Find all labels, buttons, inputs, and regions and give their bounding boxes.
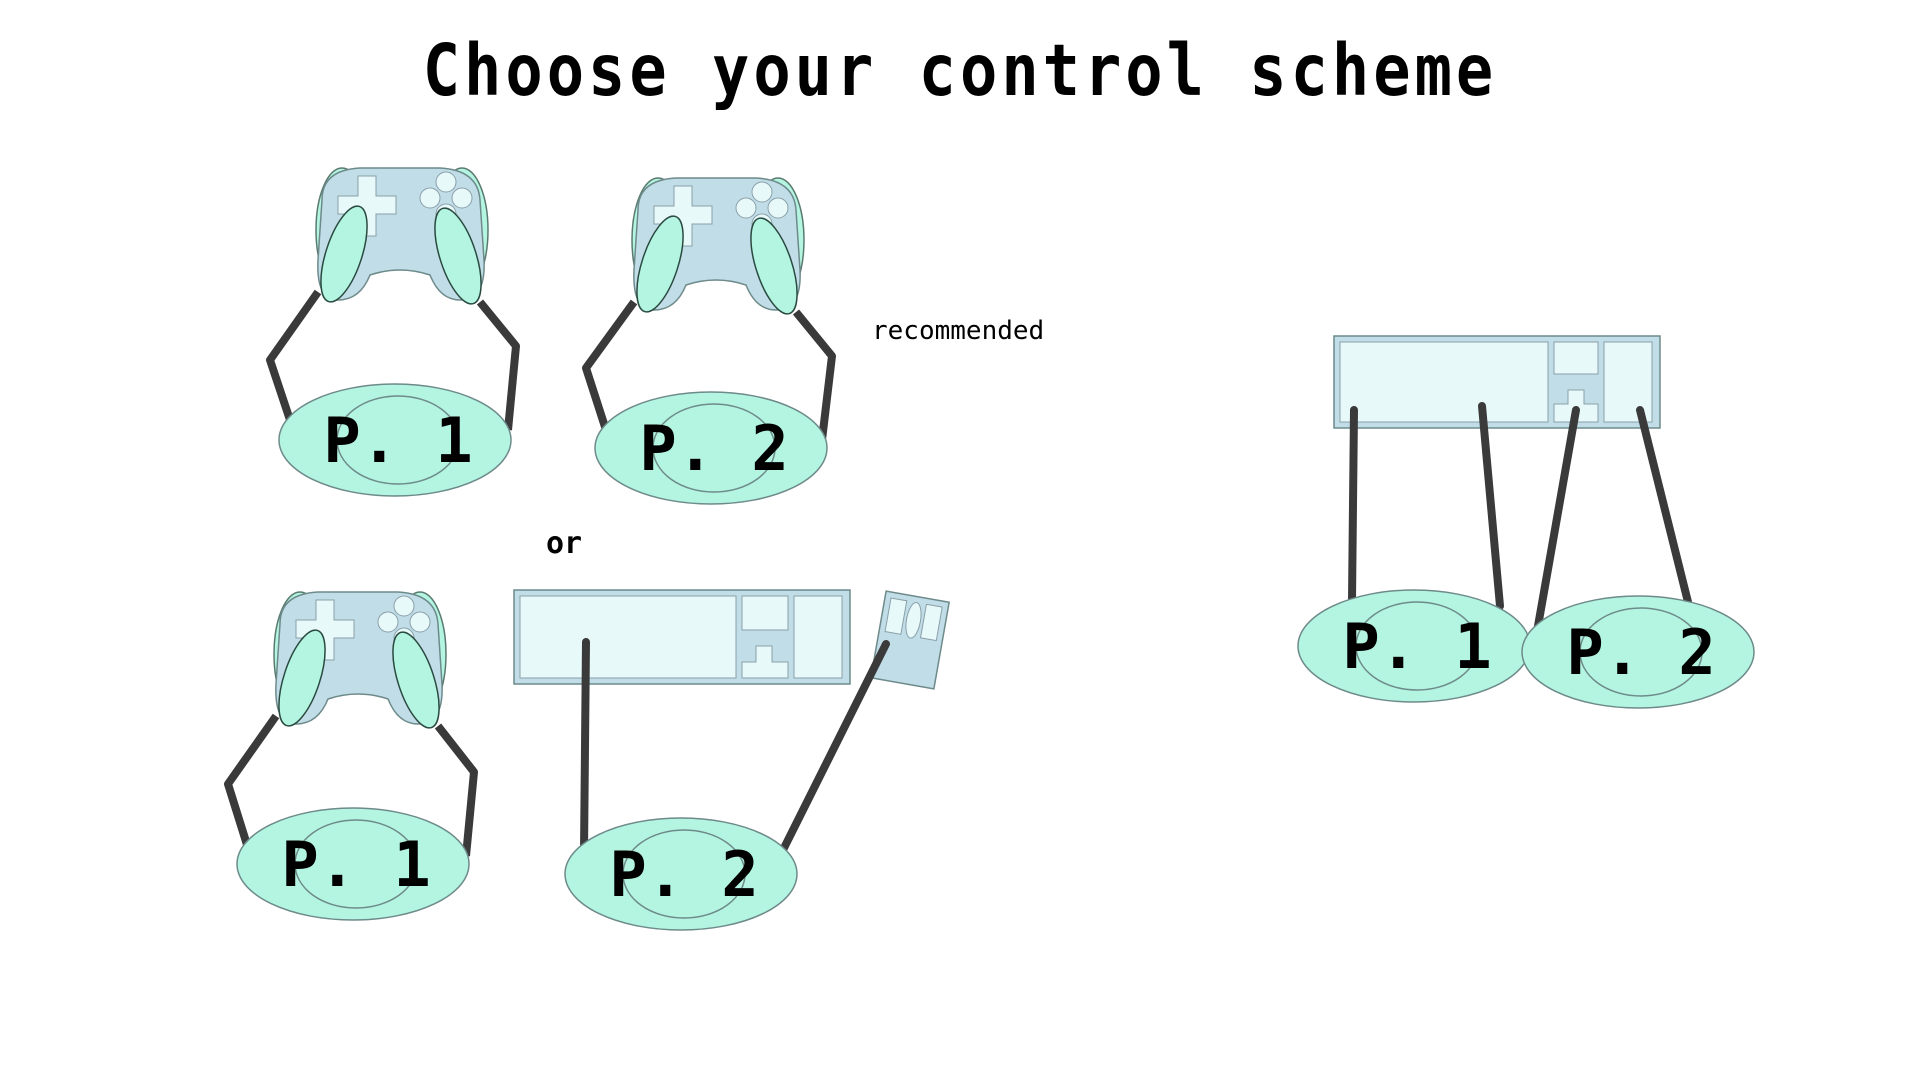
player-label: P. 1	[281, 828, 430, 901]
gamepad-icon	[310, 167, 492, 310]
player-disc	[564, 817, 798, 931]
scheme-two-controllers[interactable]: P. 1 P. 2	[266, 167, 836, 505]
or-label: or	[546, 526, 583, 561]
player-disc	[236, 807, 470, 921]
mouse-icon	[869, 590, 951, 690]
player-label: P. 1	[323, 404, 472, 477]
recommended-label: recommended	[872, 316, 1045, 346]
gamepad-icon	[268, 591, 450, 734]
player-label: P. 2	[639, 412, 788, 485]
player-label: P. 2	[1566, 616, 1715, 689]
scheme-controller-and-keyboard-mouse[interactable]: P. 1 P. 2	[224, 589, 951, 931]
player-disc	[594, 391, 828, 505]
player-label: P. 2	[609, 838, 758, 911]
player-label: P. 1	[1342, 610, 1491, 683]
player-disc	[278, 383, 512, 497]
scheme-shared-keyboard[interactable]: P. 1 P. 2	[1297, 335, 1755, 709]
keyboard-icon	[1333, 335, 1661, 429]
player-disc	[1521, 595, 1755, 709]
screen-title: Choose your control scheme	[422, 28, 1498, 113]
keyboard-icon	[513, 589, 851, 685]
gamepad-icon	[626, 177, 808, 320]
